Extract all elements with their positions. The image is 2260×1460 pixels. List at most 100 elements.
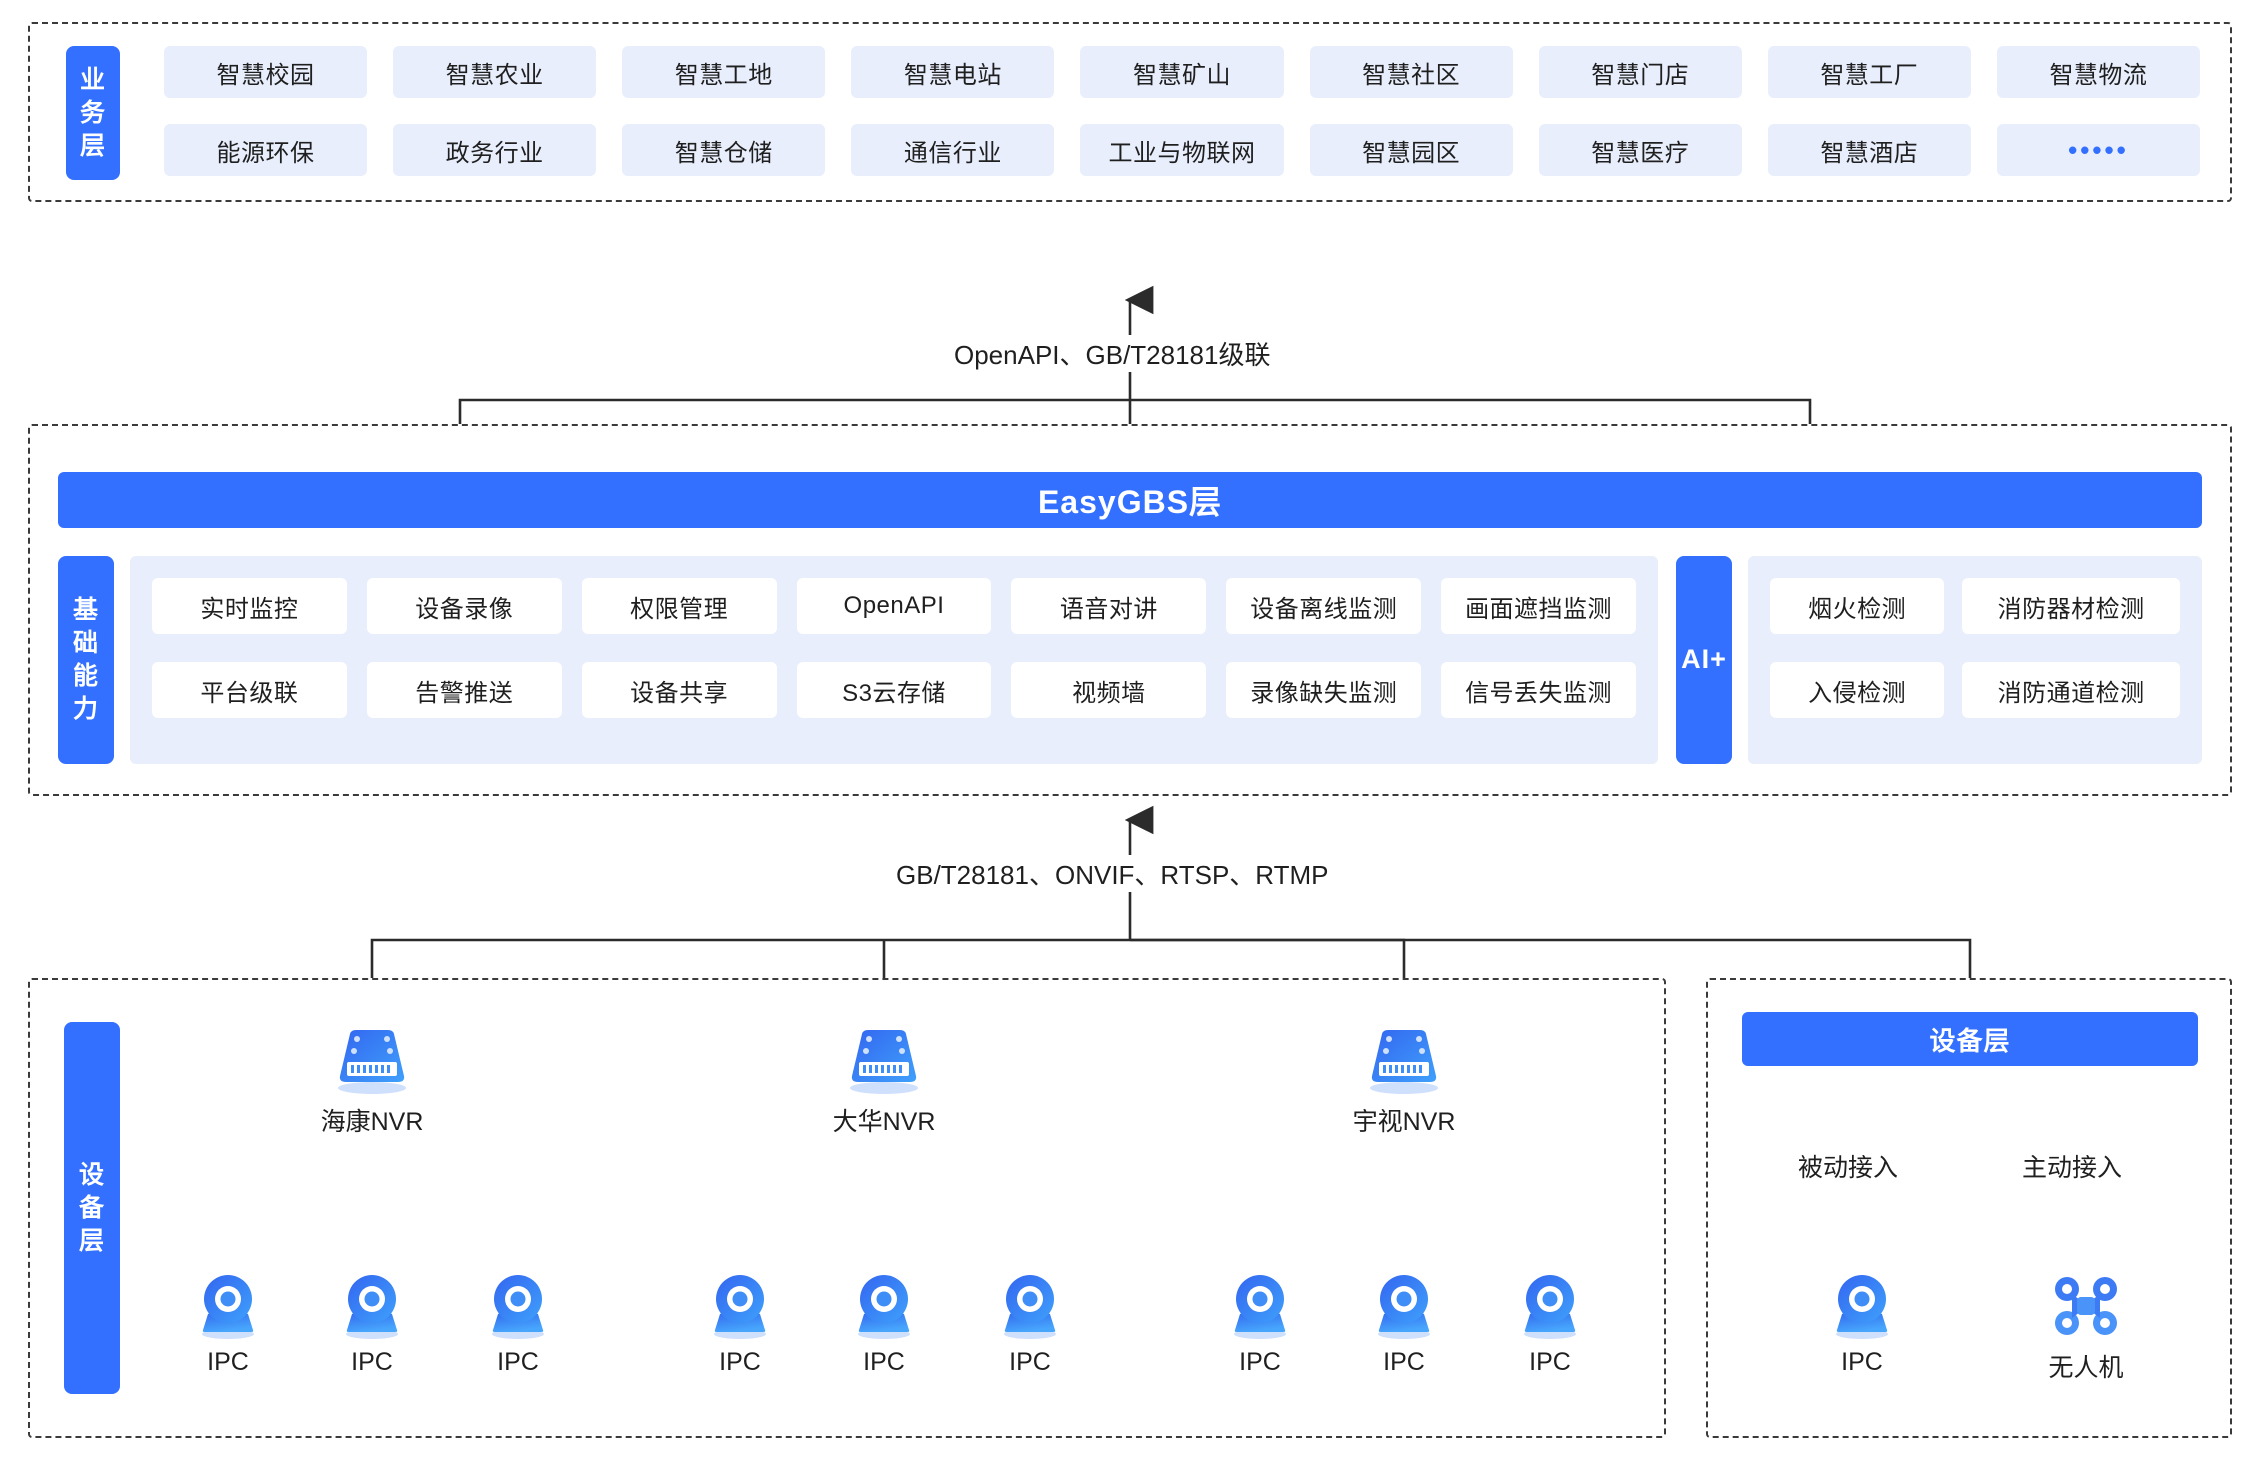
ipc-node[interactable]: IPC (297, 1270, 447, 1377)
connector-label-openapi: OpenAPI、GB/T28181级联 (944, 335, 1281, 372)
ipc-label: IPC (1009, 1348, 1051, 1376)
capability-tile[interactable]: 设备录像 (366, 578, 562, 634)
ipc-label: IPC (207, 1348, 249, 1376)
ipc-label: IPC (1841, 1348, 1883, 1376)
business-tile[interactable]: 智慧酒店 (1767, 124, 1971, 176)
nvr-label: 宇视NVR (1352, 1108, 1456, 1136)
ipc-node[interactable]: IPC (1185, 1270, 1335, 1377)
access-label-passive: 被动接入 (1790, 1146, 1907, 1186)
device-layer-banner: 设备层 (1742, 1012, 2198, 1066)
business-tile[interactable]: 智慧园区 (1309, 124, 1513, 176)
capability-grid: 实时监控 设备录像 权限管理 OpenAPI 语音对讲 设备离线监测 画面遮挡监… (152, 578, 1636, 718)
capability-tile[interactable]: 设备共享 (581, 662, 777, 718)
capability-tile[interactable]: 录像缺失监测 (1226, 662, 1422, 718)
capability-tile[interactable]: 设备离线监测 (1226, 578, 1422, 634)
capability-tab-char-2: 础 (72, 629, 99, 657)
camera-icon (1378, 1275, 1430, 1339)
nvr-node-uniview[interactable]: 宇视NVR (1329, 1024, 1479, 1138)
ai-plus-tab: AI+ (1676, 556, 1732, 764)
camera-icon (1234, 1275, 1286, 1339)
capability-tab-char-3: 能 (72, 662, 99, 690)
capability-tile[interactable]: 实时监控 (152, 578, 347, 634)
nvr-label: 大华NVR (832, 1108, 936, 1136)
capability-tile[interactable]: 语音对讲 (1011, 578, 1207, 634)
camera-icon (858, 1275, 910, 1339)
ai-capability-tile[interactable]: 消防通道检测 (1962, 662, 2180, 718)
ai-capability-tile[interactable]: 烟火检测 (1770, 578, 1945, 634)
ipc-node[interactable]: IPC (443, 1270, 593, 1377)
business-tile[interactable]: 智慧电站 (851, 46, 1055, 98)
ipc-label: IPC (1239, 1348, 1281, 1376)
ai-capability-tile[interactable]: 消防器材检测 (1962, 578, 2180, 634)
camera-icon (1004, 1275, 1056, 1339)
capability-tile[interactable]: 视频墙 (1011, 662, 1207, 718)
capability-tile[interactable]: 告警推送 (366, 662, 562, 718)
business-tile-more[interactable]: ••••• (1996, 124, 2200, 176)
device-tab-char-1: 设 (78, 1160, 105, 1189)
business-tile[interactable]: 智慧社区 (1309, 46, 1513, 98)
ipc-node[interactable]: IPC (1329, 1270, 1479, 1377)
business-tile[interactable]: 智慧工地 (622, 46, 826, 98)
access-label-active: 主动接入 (2014, 1146, 2131, 1186)
nvr-node-dahua[interactable]: 大华NVR (809, 1024, 959, 1138)
capability-tile[interactable]: OpenAPI (796, 578, 992, 634)
camera-icon (1524, 1275, 1576, 1339)
ipc-label: IPC (351, 1348, 393, 1376)
business-layer-tab: 业 务 层 (66, 46, 120, 180)
business-tile[interactable]: 政务行业 (393, 124, 597, 176)
capability-panel: 实时监控 设备录像 权限管理 OpenAPI 语音对讲 设备离线监测 画面遮挡监… (130, 556, 1658, 764)
ipc-label: IPC (1383, 1348, 1425, 1376)
camera-icon (1836, 1275, 1888, 1339)
drone-icon (2055, 1277, 2117, 1335)
business-tab-char-3: 层 (79, 131, 106, 160)
ipc-label: IPC (497, 1348, 539, 1376)
ipc-node[interactable]: IPC (1475, 1270, 1625, 1377)
capability-tab-char-4: 力 (72, 695, 99, 723)
nvr-icon (1370, 1030, 1438, 1094)
ipc-node[interactable]: IPC (153, 1270, 303, 1377)
drone-node[interactable]: 无人机 (2011, 1270, 2161, 1384)
ipc-label: IPC (719, 1348, 761, 1376)
business-tab-char-1: 业 (79, 65, 106, 94)
drone-label: 无人机 (2048, 1354, 2124, 1382)
ipc-node[interactable]: IPC (955, 1270, 1105, 1377)
business-tile[interactable]: 智慧物流 (1996, 46, 2200, 98)
business-tile[interactable]: 智慧工厂 (1767, 46, 1971, 98)
business-tiles-grid: 智慧校园 智慧农业 智慧工地 智慧电站 智慧矿山 智慧社区 智慧门店 智慧工厂 … (164, 46, 2200, 176)
capability-tab: 基 础 能 力 (58, 556, 114, 764)
ipc-label: IPC (1529, 1348, 1571, 1376)
ai-capability-tile[interactable]: 入侵检测 (1770, 662, 1945, 718)
device-layer-tab: 设 备 层 (64, 1022, 120, 1394)
capability-tile[interactable]: 信号丢失监测 (1441, 662, 1636, 718)
capability-tile[interactable]: S3云存储 (796, 662, 992, 718)
business-tile[interactable]: 工业与物联网 (1080, 124, 1284, 176)
easygbs-banner: EasyGBS层 (58, 472, 2202, 528)
capability-tile[interactable]: 权限管理 (581, 578, 777, 634)
camera-icon (202, 1275, 254, 1339)
ai-capability-panel: 烟火检测 消防器材检测 入侵检测 消防通道检测 (1748, 556, 2202, 764)
ipc-node-right[interactable]: IPC (1787, 1270, 1937, 1377)
business-tile[interactable]: 智慧门店 (1538, 46, 1742, 98)
ipc-node[interactable]: IPC (665, 1270, 815, 1377)
camera-icon (714, 1275, 766, 1339)
business-tile[interactable]: 能源环保 (164, 124, 368, 176)
ipc-node[interactable]: IPC (809, 1270, 959, 1377)
business-tile[interactable]: 智慧农业 (393, 46, 597, 98)
business-tile[interactable]: 通信行业 (851, 124, 1055, 176)
business-tab-char-2: 务 (79, 98, 106, 127)
ai-capability-grid: 烟火检测 消防器材检测 入侵检测 消防通道检测 (1770, 578, 2180, 718)
business-tile[interactable]: 智慧矿山 (1080, 46, 1284, 98)
device-tab-char-2: 备 (78, 1193, 105, 1222)
capability-tile[interactable]: 平台级联 (152, 662, 347, 718)
camera-icon (492, 1275, 544, 1339)
business-tile[interactable]: 智慧仓储 (622, 124, 826, 176)
business-tile[interactable]: 智慧校园 (164, 46, 368, 98)
device-tab-char-3: 层 (78, 1226, 105, 1255)
capability-tab-char-1: 基 (72, 596, 99, 624)
nvr-label: 海康NVR (320, 1108, 424, 1136)
capability-tile[interactable]: 画面遮挡监测 (1441, 578, 1636, 634)
connector-label-protocols: GB/T28181、ONVIF、RTSP、RTMP (886, 855, 1339, 892)
nvr-node-hikvision[interactable]: 海康NVR (297, 1024, 447, 1138)
business-tile[interactable]: 智慧医疗 (1538, 124, 1742, 176)
